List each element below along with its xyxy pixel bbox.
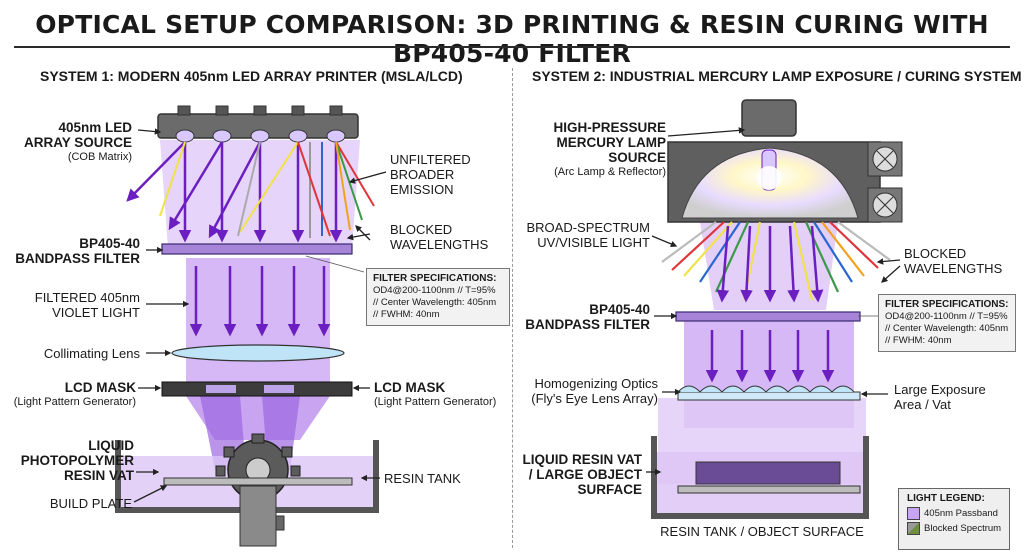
large-object	[695, 461, 841, 485]
broad-spectrum-rays	[661, 221, 891, 301]
lcd-mask-label-right: LCD MASK (Light Pattern Generator)	[374, 380, 497, 408]
light-legend: LIGHT LEGEND: 405nm Passband Blocked Spe…	[898, 488, 1010, 550]
lcd-mask	[161, 381, 353, 397]
title-rule	[14, 46, 1010, 48]
page-title: OPTICAL SETUP COMPARISON: 3D PRINTING & …	[35, 10, 989, 68]
mercury-lamp-icon	[667, 99, 881, 223]
passband-swatch	[907, 507, 920, 520]
filtered-violet-arrows	[189, 266, 331, 337]
filtered-violet-arrows-2	[705, 330, 835, 383]
filter-spec-box-sys1: FILTER SPECIFICATIONS: OD4@200-1100nm //…	[366, 268, 510, 326]
bp405-filter-sys2	[675, 311, 861, 322]
filter-spec-box-sys2: FILTER SPECIFICATIONS: OD4@200-1100nm //…	[878, 294, 1016, 352]
blocked-label-sys2: BLOCKED WAVELENGTHS	[904, 246, 1003, 276]
large-exposure-label: Large Exposure Area / Vat	[894, 382, 986, 412]
filtered-beam-zone	[186, 258, 330, 388]
build-plate	[163, 477, 353, 486]
blocked-swatch	[907, 522, 920, 535]
flys-eye-lens	[677, 385, 861, 401]
violet-rays-2	[716, 225, 824, 303]
resin-vat-sys2	[651, 436, 869, 519]
filter-label-sys1: BP405-40 BANDPASS FILTER	[15, 236, 140, 266]
bp405-filter-sys1	[161, 243, 353, 255]
filter-label-sys2: BP405-40 BANDPASS FILTER	[525, 302, 650, 332]
system1-title: SYSTEM 1: MODERN 405nm LED ARRAY PRINTER…	[40, 68, 463, 84]
resin-vat-label-2: LIQUID RESIN VAT / LARGE OBJECT SURFACE	[522, 452, 642, 497]
filtered-light-label: FILTERED 405nm VIOLET LIGHT	[34, 290, 140, 320]
led-icon	[175, 129, 346, 143]
system2-diagram	[646, 99, 903, 519]
passband-legend-label: 405nm Passband	[924, 508, 998, 519]
blocked-legend-label: Blocked Spectrum	[924, 523, 1002, 534]
resin-vat-label: LIQUID PHOTOPOLYMER RESIN VAT	[20, 438, 134, 483]
system2-title: SYSTEM 2: INDUSTRIAL MERCURY LAMP EXPOSU…	[532, 68, 1022, 84]
mercury-source-label: HIGH-PRESSURE MERCURY LAMP SOURCE (Arc L…	[553, 120, 666, 178]
build-plate-label: BUILD PLATE	[49, 496, 132, 511]
resin-tank-label: RESIN TANK	[384, 471, 461, 486]
broad-spectrum-label: BROAD-SPECTRUM UV/VISIBLE LIGHT	[526, 220, 650, 250]
unfiltered-label: UNFILTERED BROADER EMISSION	[390, 152, 471, 197]
z-axis-arm	[239, 485, 277, 547]
resin-tank-label-2: RESIN TANK / OBJECT SURFACE	[660, 524, 864, 539]
led-violet-rays	[126, 141, 343, 243]
panel-divider	[512, 68, 513, 548]
homogenizing-optics-label: Homogenizing Optics (Fly's Eye Lens Arra…	[531, 376, 658, 406]
blocked-label-sys1: BLOCKED WAVELENGTHS	[390, 222, 489, 252]
collimating-lens-label: Collimating Lens	[43, 346, 140, 361]
system1-diagram	[115, 105, 387, 547]
lcd-mask-label-left: LCD MASK (Light Pattern Generator)	[13, 380, 136, 408]
collimating-lens	[171, 344, 345, 362]
fan-icon	[867, 141, 903, 223]
led-source-label: 405nm LED ARRAY SOURCE (COB Matrix)	[23, 120, 132, 163]
